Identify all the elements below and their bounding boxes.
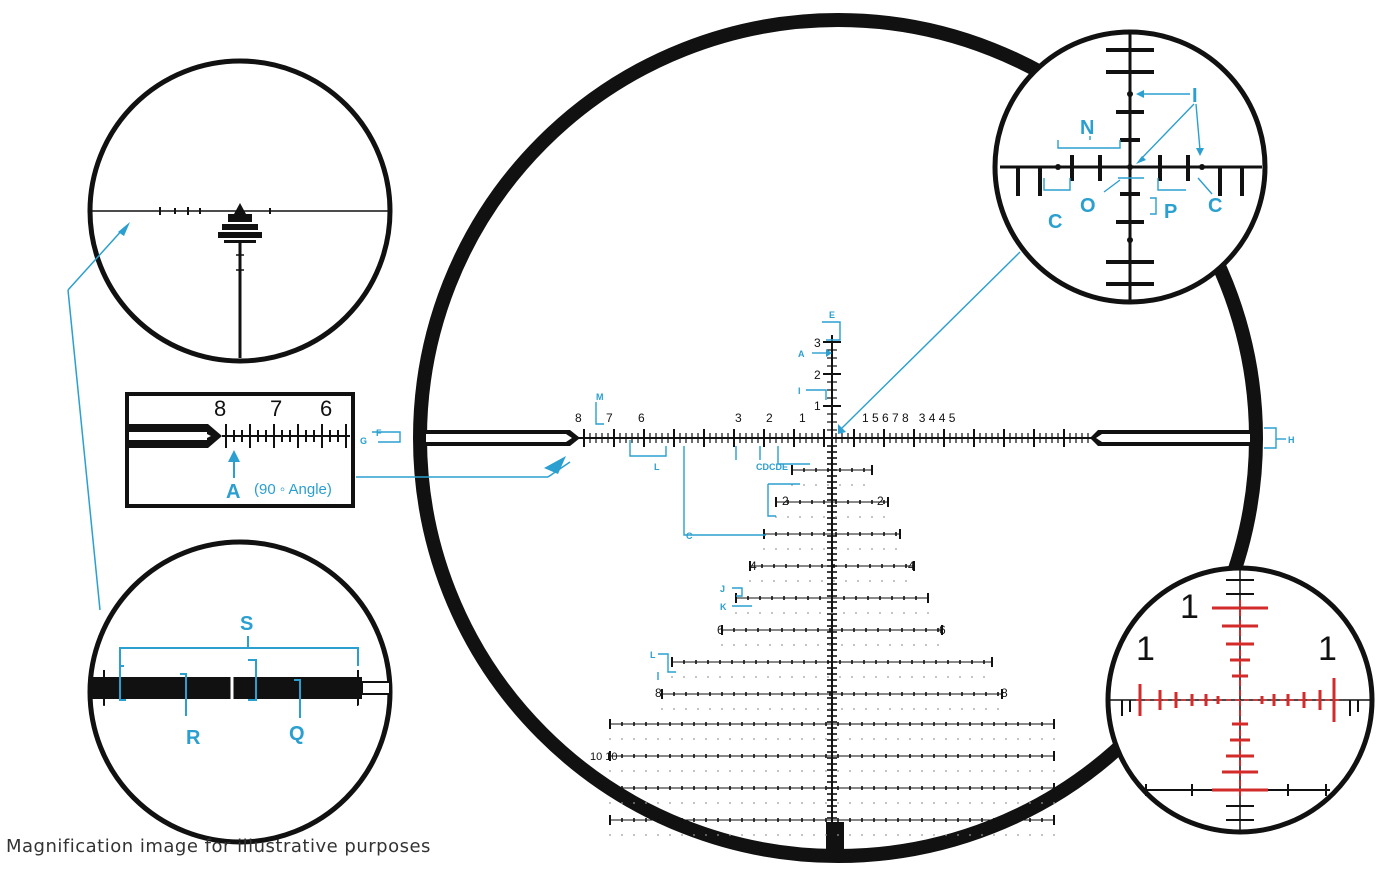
inset-middle-left: 8 7 6 A (90 ◦ Angle) bbox=[125, 392, 355, 508]
label-k: K bbox=[720, 602, 727, 612]
num-left-6: 6 bbox=[638, 411, 645, 425]
label-o: O bbox=[1080, 195, 1096, 217]
num-right-series: 1 5 6 7 8 3 4 4 5 bbox=[862, 411, 956, 425]
label-c-left: C bbox=[1048, 211, 1062, 233]
tree-num-8-left: 8 bbox=[655, 686, 662, 700]
tree-num-10: 10 10 bbox=[590, 751, 618, 763]
num-up-1: 1 bbox=[814, 399, 821, 413]
label-l-tree: L bbox=[650, 650, 656, 660]
tree-num-4-left: 4 bbox=[750, 559, 757, 573]
caption: Magnification image for illustrative pur… bbox=[6, 836, 431, 857]
label-p: P bbox=[1164, 201, 1177, 223]
connector-to-top-inset bbox=[67, 289, 101, 611]
main-annotation-labels: E A I M F G H L CDCDE C J K L bbox=[360, 310, 1295, 660]
tree-numbers: 2 2 4 4 6 6 8 8 10 10 bbox=[590, 494, 1008, 763]
label-n: N bbox=[1080, 117, 1094, 139]
angle-label: (90 ◦ Angle) bbox=[254, 481, 332, 498]
label-j: J bbox=[720, 584, 725, 594]
bottom-thick-post bbox=[826, 822, 844, 856]
inset-num-6: 6 bbox=[320, 396, 332, 421]
label-m: M bbox=[596, 392, 604, 402]
num-up-3: 3 bbox=[814, 336, 821, 350]
num-left-7: 7 bbox=[606, 411, 613, 425]
label-i: I bbox=[798, 386, 801, 396]
horizontal-numbers: 8 7 6 3 2 1 1 5 6 7 8 3 4 4 5 bbox=[575, 411, 956, 425]
label-i-tr: I bbox=[1192, 85, 1198, 107]
label-f: F bbox=[376, 428, 382, 438]
connector-mid-arrow bbox=[547, 461, 571, 478]
tree-num-6-left: 6 bbox=[717, 623, 724, 637]
inset-label-a: A bbox=[226, 481, 240, 503]
num-left-2: 2 bbox=[766, 411, 773, 425]
vertical-numbers: 3 2 1 bbox=[814, 336, 821, 413]
label-c: C bbox=[686, 531, 693, 541]
tick-num-15: 15 bbox=[354, 705, 362, 712]
br-num-top: 1 bbox=[1180, 588, 1199, 626]
tick-num-24: 24 bbox=[226, 705, 234, 712]
br-num-left: 1 bbox=[1136, 630, 1155, 668]
connector-to-top-inset-arrow bbox=[67, 227, 125, 291]
main-annotation-arrows bbox=[544, 349, 846, 474]
tree-num-6-right: 6 bbox=[939, 623, 946, 637]
num-left-8: 8 bbox=[575, 411, 582, 425]
christmas-tree-grid bbox=[609, 465, 1055, 836]
inset-top-left bbox=[87, 58, 393, 364]
inset-bottom-right: 1 1 1 bbox=[1105, 565, 1375, 835]
label-g: G bbox=[360, 436, 367, 446]
tick-num-21: 21 bbox=[100, 705, 108, 712]
tree-num-2-left: 2 bbox=[782, 494, 789, 508]
num-left-1: 1 bbox=[799, 411, 806, 425]
inset-num-7: 7 bbox=[270, 396, 282, 421]
label-l-horizontal: L bbox=[654, 462, 660, 472]
label-q: Q bbox=[289, 723, 305, 745]
main-annotation-lines bbox=[372, 251, 1286, 680]
label-r: R bbox=[186, 727, 201, 749]
inset-num-8: 8 bbox=[214, 396, 226, 421]
label-c-right: C bbox=[1208, 195, 1222, 217]
bottom-left-annotations bbox=[119, 636, 359, 718]
label-s: S bbox=[240, 613, 253, 635]
tree-num-8-right: 8 bbox=[1001, 686, 1008, 700]
inset-bottom-left: S R Q 21 24 15 bbox=[67, 222, 393, 845]
label-a: A bbox=[798, 349, 805, 359]
num-left-3: 3 bbox=[735, 411, 742, 425]
inset-top-right: I N O P C C bbox=[992, 29, 1268, 305]
horizontal-ticks bbox=[583, 429, 1089, 447]
num-up-2: 2 bbox=[814, 368, 821, 382]
tree-num-4-right: 4 bbox=[908, 559, 915, 573]
label-h: H bbox=[1288, 435, 1295, 445]
label-e: E bbox=[829, 310, 835, 320]
tree-num-2-right: 2 bbox=[877, 494, 884, 508]
label-cdcde: CDCDE bbox=[756, 462, 788, 472]
br-num-right: 1 bbox=[1318, 630, 1337, 668]
